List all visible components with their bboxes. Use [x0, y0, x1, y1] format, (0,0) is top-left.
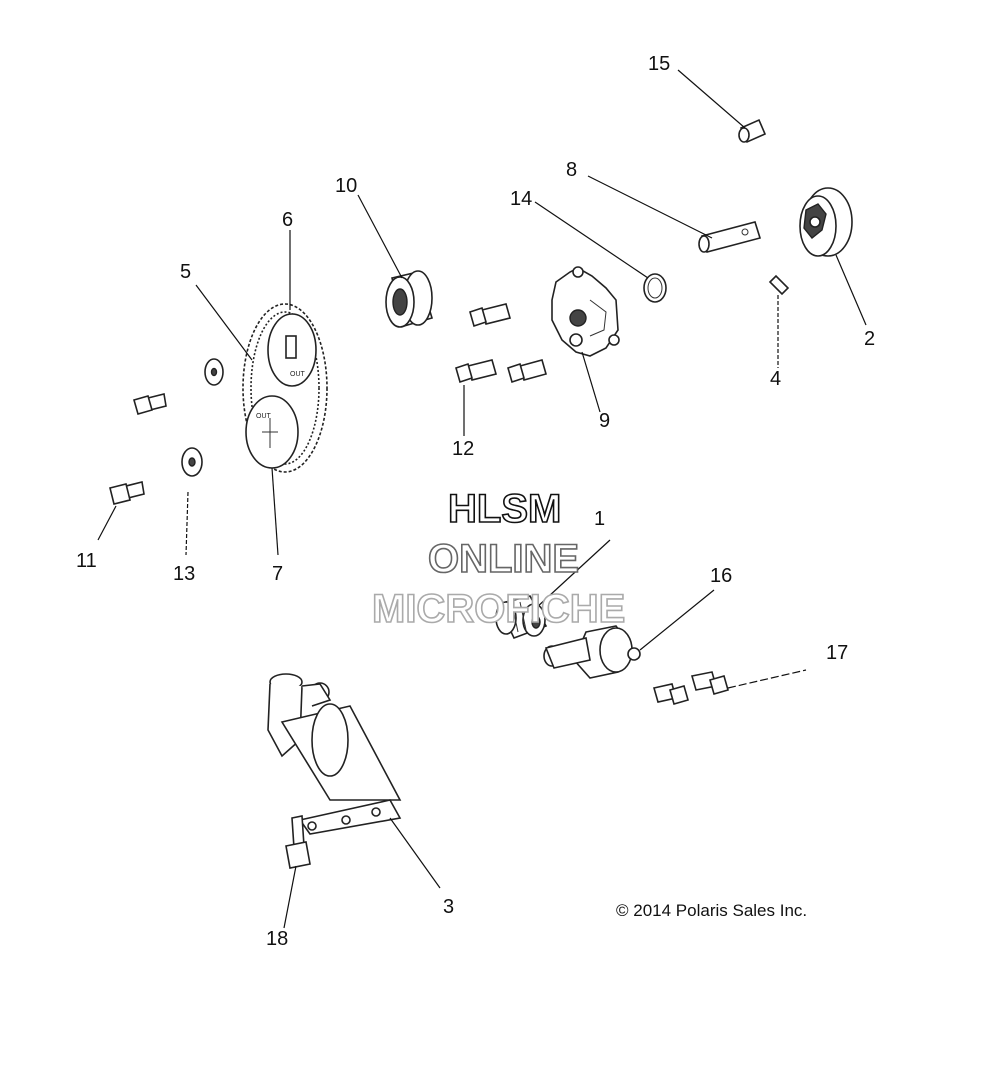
sprocket-upper: OUT [267, 313, 317, 387]
bolt-12-c [507, 359, 547, 384]
watermark-line1: HLSM [448, 487, 561, 531]
part-9-pump-housing [551, 266, 620, 357]
copyright: © 2014 Polaris Sales Inc. [616, 901, 807, 920]
watermark-line3: MICROFICHE [372, 587, 625, 631]
watermark-line2: ONLINE [428, 537, 579, 581]
leader-1 [535, 539, 611, 609]
part-6-7-chain-sprockets: OUT OUT [242, 303, 328, 473]
callout-3: 3 [443, 896, 454, 918]
leader-7 [271, 467, 279, 556]
callout-11: 11 [76, 550, 97, 572]
part-12-bolts [455, 303, 547, 384]
leader-9 [581, 351, 601, 413]
bolt-17-a [690, 671, 729, 695]
part-1-fitting [495, 595, 548, 640]
callout-10: 10 [335, 175, 357, 197]
callout-1: 1 [594, 508, 605, 530]
part-13-washer [181, 447, 203, 477]
leader-16 [639, 589, 715, 651]
callout-6: 6 [282, 209, 293, 231]
part-11-bolts [109, 393, 167, 505]
leader-8 [587, 175, 713, 239]
callout-15: 15 [648, 53, 670, 75]
bolt-11-upper [133, 393, 167, 415]
leader-18 [283, 865, 297, 929]
part-4-pin [768, 274, 790, 296]
callout-14: 14 [510, 188, 532, 210]
callout-18: 18 [266, 928, 288, 950]
callout-2: 2 [864, 328, 875, 350]
part-15-bushing [738, 118, 767, 144]
leader-5 [195, 284, 253, 361]
part-8-shaft [698, 221, 762, 253]
bolt-12-a [469, 303, 511, 328]
callout-16: 16 [710, 565, 732, 587]
callout-17: 17 [826, 642, 848, 664]
part-14-oring [643, 273, 667, 303]
part-10-spacer [385, 270, 434, 328]
part-17-bolts [652, 671, 729, 705]
callout-12: 12 [452, 438, 474, 460]
sprocket-lower-out-label: OUT [256, 413, 272, 420]
leader-10 [357, 194, 403, 279]
washer-upper [204, 358, 224, 386]
bolt-17-b [652, 683, 689, 705]
callout-8: 8 [566, 159, 577, 181]
leader-11 [97, 505, 117, 541]
part-18-bolt [285, 815, 311, 869]
bolt-11-lower [109, 481, 145, 505]
leader-3 [389, 817, 441, 889]
callout-4: 4 [770, 368, 781, 390]
leader-14 [534, 201, 649, 279]
part-16-cover [543, 625, 641, 679]
callout-7: 7 [272, 563, 283, 585]
leader-2 [835, 254, 867, 326]
callout-9: 9 [599, 410, 610, 432]
callout-13: 13 [173, 563, 195, 585]
part-3-oil-pickup [267, 673, 402, 835]
sprocket-upper-out-label: OUT [290, 371, 306, 378]
leader-13 [185, 491, 189, 556]
sprocket-lower: OUT [245, 395, 299, 469]
leader-17 [727, 669, 807, 689]
leader-15 [677, 69, 746, 129]
bolt-12-b [455, 359, 497, 384]
callout-5: 5 [180, 261, 191, 283]
part-2-rotor [799, 187, 853, 257]
